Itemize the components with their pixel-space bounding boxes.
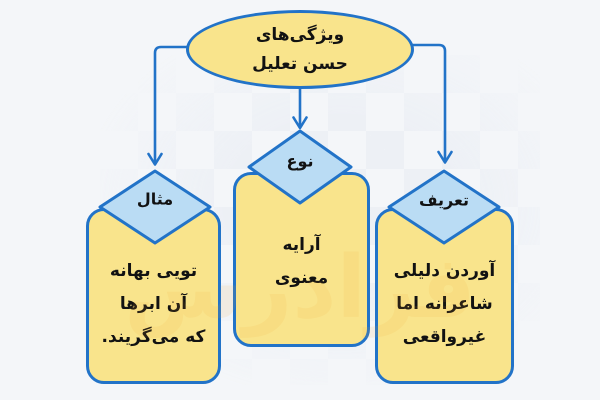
connector-root-to-definition: [408, 43, 447, 161]
arrow-down-icon: [437, 150, 453, 164]
root-title-line: حسن تعلیل: [252, 53, 348, 74]
diamond-label-type: نوع: [286, 151, 314, 171]
node-example-line: تویی بهانه: [109, 261, 198, 281]
node-type-box: آرایه معنوی: [233, 172, 370, 347]
node-type-line: معنوی: [274, 268, 329, 288]
root-title-line: ویژگی‌های: [255, 24, 345, 45]
node-type-line: آرایه: [282, 235, 321, 255]
node-definition-box: آوردن دلیلی شاعرانه اما غیرواقعی: [375, 208, 514, 384]
node-definition-line: شاعرانه اما: [396, 294, 493, 314]
diamond-label-definition: تعریف: [418, 190, 470, 210]
node-example-line: که می‌گریند.: [101, 327, 206, 347]
connector-root-to-example: [153, 45, 191, 163]
node-definition-line: آوردن دلیلی: [393, 261, 496, 281]
node-example-box: تویی بهانه آن ابرها که می‌گریند.: [86, 208, 221, 384]
node-example-line: آن ابرها: [119, 294, 188, 314]
node-definition-line: غیرواقعی: [402, 327, 487, 347]
arrow-down-icon: [292, 116, 308, 130]
node-root-ellipse: ویژگی‌های حسن تعلیل: [186, 10, 414, 89]
arrow-down-icon: [147, 152, 163, 166]
diamond-label-example: مثال: [136, 189, 174, 209]
